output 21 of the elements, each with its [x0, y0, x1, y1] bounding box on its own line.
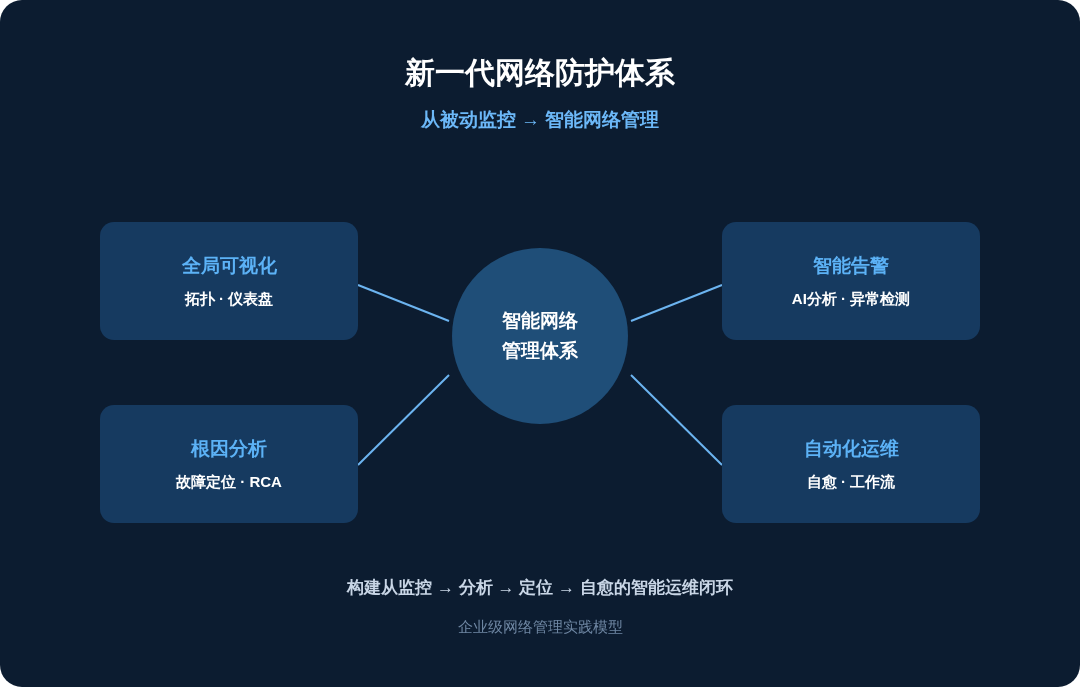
card-subtext: AI分析 · 异常检测 [791, 289, 911, 309]
footnote-text: 企业级网络管理实践模型 [457, 617, 623, 637]
card-subtext: 自愈 · 工作流 [806, 472, 896, 492]
connector-line [357, 284, 450, 322]
card-subtext: 故障定位 · RCA [176, 472, 282, 492]
card-heading: 智能告警 [813, 253, 889, 278]
connector-line [630, 284, 723, 322]
card-heading: 根因分析 [191, 436, 267, 461]
card-heading: 全局可视化 [181, 253, 277, 278]
feature-card [722, 405, 980, 523]
subtitle: 从被动监控 → 智能网络管理 [420, 108, 660, 132]
feature-card [100, 405, 358, 523]
feature-card [722, 222, 980, 340]
diagram-title: 新一代网络防护体系 [405, 55, 675, 91]
card-subtext: 拓扑 · 仪表盘 [184, 289, 274, 309]
connector-line [357, 374, 450, 466]
feature-card [100, 222, 358, 340]
card-heading: 自动化运维 [803, 436, 899, 461]
hub-label: 智能网络管理体系 [501, 309, 579, 363]
summary-text: 构建从监控 → 分析 → 定位 → 自愈的智能运维闭环 [347, 577, 733, 599]
connector-line [630, 374, 723, 466]
